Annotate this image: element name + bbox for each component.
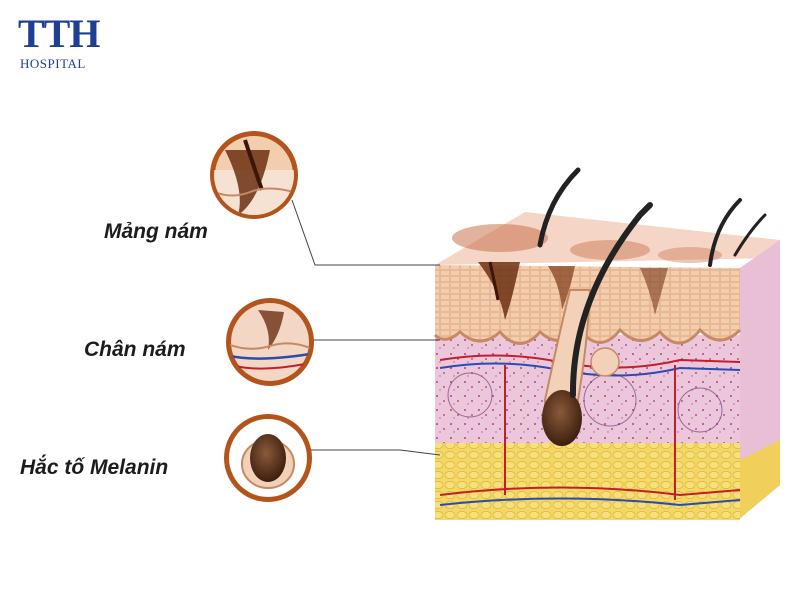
hair-shafts (537, 167, 767, 398)
label-chan-nam: Chân nám (84, 338, 186, 361)
melanin-granule (250, 434, 286, 482)
leader-line-mang-nam (291, 199, 440, 266)
fat-layer (435, 440, 740, 520)
callout-circle-hac-to (224, 414, 312, 502)
logo-text: TTH (18, 11, 100, 56)
logo-subtext: HOSPITAL (20, 56, 86, 71)
callout-lines (291, 199, 441, 456)
hospital-logo: TTH HOSPITAL (18, 14, 118, 74)
label-hac-to-melanin: Hắc tố Melanin (20, 456, 169, 479)
callout-circle-chan-nam (226, 298, 314, 386)
skin-top-face (435, 212, 780, 265)
sebaceous-gland (590, 347, 620, 377)
skin-side-face (738, 240, 780, 520)
dermis-layer (435, 335, 740, 443)
melasma-patches (478, 261, 668, 320)
callout-circle-mang-nam (210, 131, 298, 219)
leader-line-hac-to (300, 449, 441, 456)
label-mang-nam: Mảng nám (104, 220, 208, 243)
